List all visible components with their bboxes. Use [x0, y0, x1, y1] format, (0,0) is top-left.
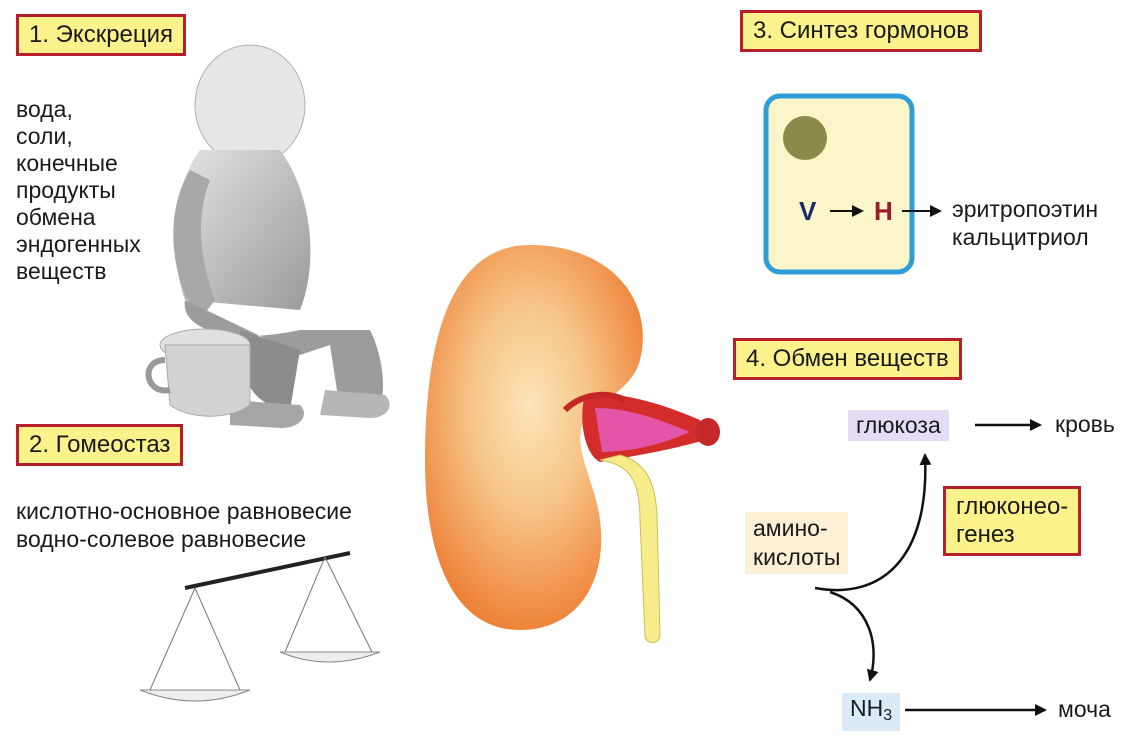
excretion-item-6: эндогенных [16, 231, 141, 258]
ammonia-subscript: 3 [883, 707, 892, 724]
cell-vitamin-label: V [799, 198, 816, 225]
excretion-item-4: продукты [16, 177, 116, 204]
urine-label: моча [1058, 696, 1111, 723]
excretion-title: 1. Экскреция [16, 14, 186, 56]
cell-illustration [766, 96, 912, 272]
amino-acids-line-1: амино- [753, 514, 840, 543]
gluconeogenesis-line-2: генез [956, 521, 1068, 549]
kidney-illustration [425, 245, 720, 643]
excretion-item-1: вода, [16, 96, 73, 123]
homeostasis-line-1: кислотно-основное равновесие [16, 498, 352, 525]
amino-acids-chip: амино- кислоты [745, 512, 848, 574]
hormone-product-2: кальцитриол [952, 224, 1089, 251]
cell-hormone-label: H [874, 198, 893, 225]
excretion-item-5: обмена [16, 204, 96, 231]
excretion-item-2: соли, [16, 123, 73, 150]
hormones-title: 3. Синтез гормонов [740, 10, 982, 52]
excretion-item-7: веществ [16, 258, 106, 285]
metabolism-title: 4. Обмен веществ [733, 338, 962, 380]
excretion-item-3: конечные [16, 150, 118, 177]
homeostasis-title: 2. Гомеостаз [16, 424, 183, 466]
child-on-potty-illustration [149, 45, 390, 428]
arrows [815, 211, 1045, 710]
amino-acids-line-2: кислоты [753, 543, 840, 572]
hormone-product-1: эритропоэтин [952, 196, 1098, 223]
homeostasis-line-2: водно-солевое равновесие [16, 526, 306, 553]
ammonia-label: NH [850, 695, 883, 721]
ammonia-chip: NH3 [842, 693, 900, 731]
blood-label: кровь [1055, 411, 1115, 438]
balance-scale-illustration [140, 553, 380, 701]
gluconeogenesis-line-1: глюконео- [956, 493, 1068, 521]
gluconeogenesis-box: глюконео- генез [943, 486, 1081, 556]
glucose-chip: глюкоза [848, 410, 949, 441]
